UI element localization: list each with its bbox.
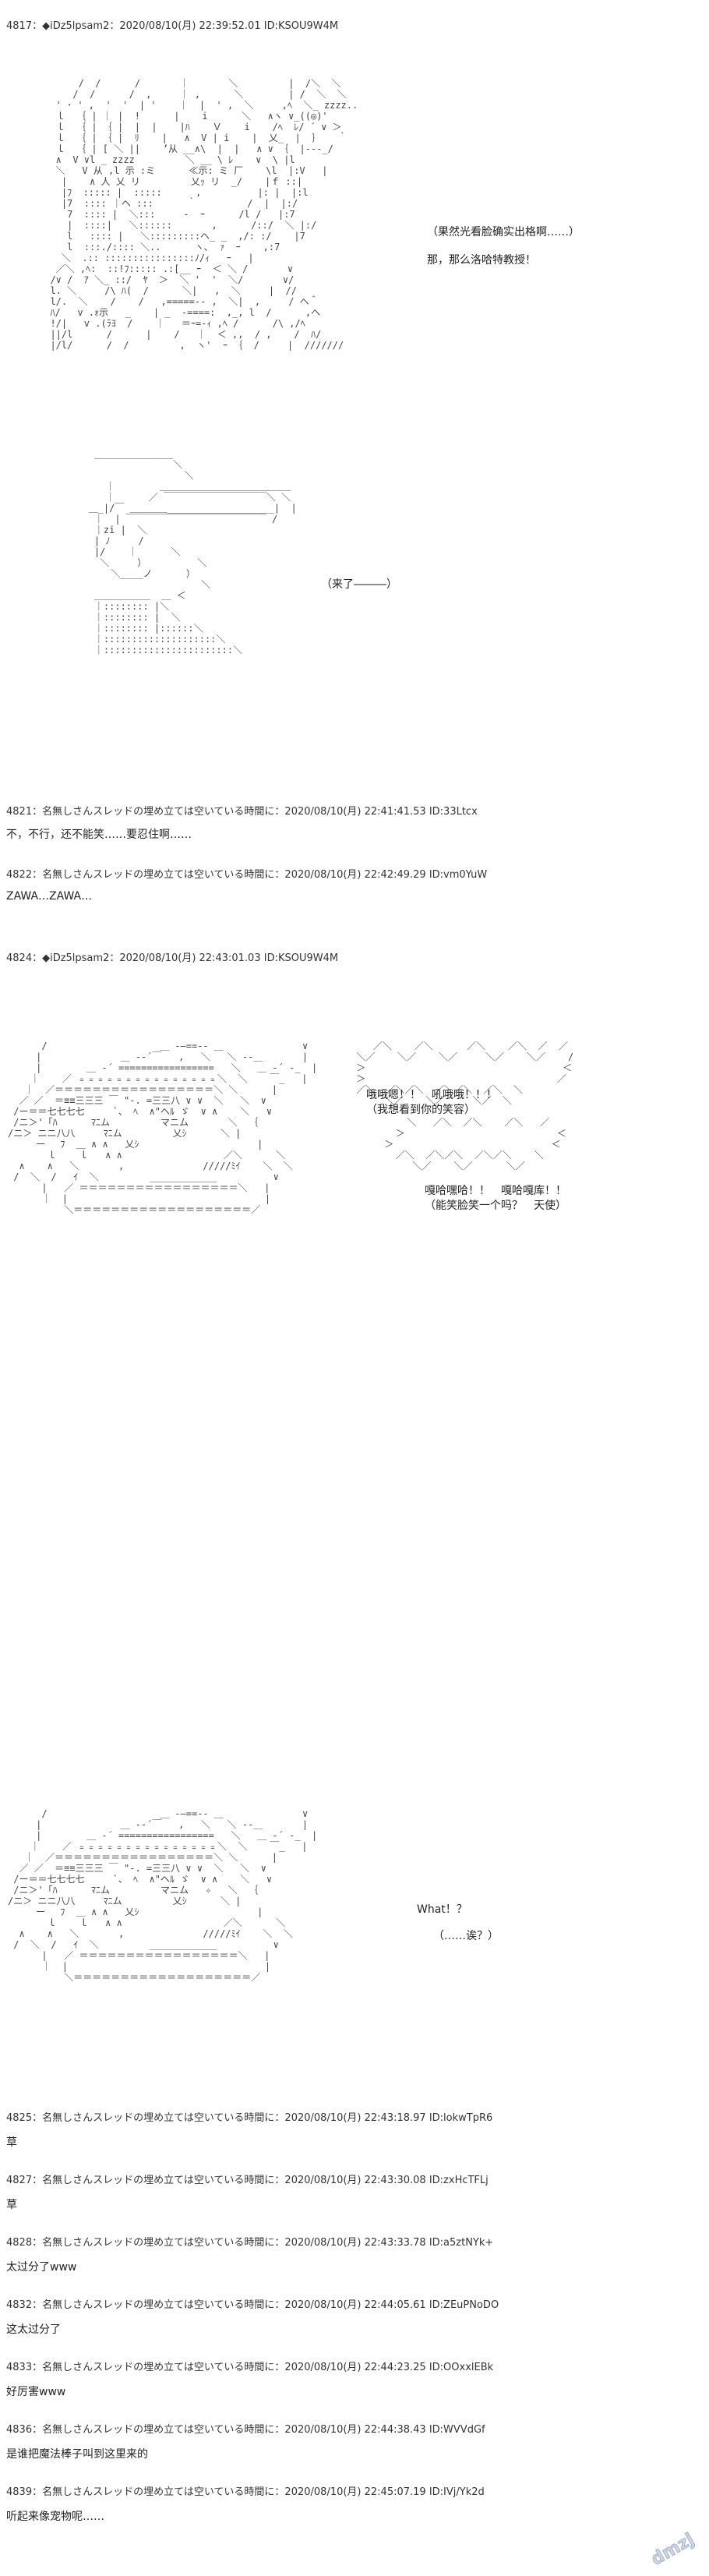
dialogue-line: 哦哦嗯！！ 吼哦哦！！！: [366, 1089, 497, 1101]
dialogue-line: 嘎哈嘿哈！！ 嘎哈嘎库！！: [425, 1185, 566, 1197]
post-header: 4825：名無しさんスレッドの埋め立ては空いている時間に：2020/08/10(…: [6, 2112, 493, 2124]
dialogue-line: （……诶？）: [433, 1930, 499, 1942]
post-header: 4832：名無しさんスレッドの埋め立ては空いている時間に：2020/08/10(…: [6, 2299, 499, 2311]
post-header: 4833：名無しさんスレッドの埋め立ては空いている時間に：2020/08/10(…: [6, 2362, 494, 2373]
ascii-art-face-smile: / ＿ -―==‐- ＿ ∨ | ＿ -‐´￣ , ＼ ＼ ‐-＿ | | ＿ …: [8, 1041, 318, 1215]
post-message: 听起来像宠物呢……: [6, 2511, 104, 2523]
dialogue-line: What！？: [417, 1903, 467, 1916]
post-message: 太过分了www: [6, 2261, 77, 2274]
post-header: 4817：◆iDz5lpsam2：2020/08/10(月) 22:39:52.…: [6, 20, 339, 32]
post-message: 不，不行，还不能笑……要忍住啊……: [6, 829, 192, 841]
dmzj-watermark-logo: dmzj: [647, 2529, 698, 2570]
post-header: 4824：◆iDz5lpsam2：2020/08/10(月) 22:43:01.…: [6, 952, 339, 964]
dialogue-line: （能笑脸笑一个吗？ 天使）: [425, 1200, 566, 1212]
post-message: 好厉害www: [6, 2386, 66, 2398]
post-header: 4827：名無しさんスレッドの埋め立ては空いている時間に：2020/08/10(…: [6, 2175, 489, 2186]
post-message: 是谁把魔法棒子叫到这里来的: [6, 2448, 148, 2461]
post-header: 4821：名無しさんスレッドの埋め立ては空いている時間に：2020/08/10(…: [6, 806, 478, 818]
ascii-art-character-1: / / / ｜ ＼ | /＼ ＼ / / / , ｜ , ＼ | / ＼ ＼ '…: [50, 78, 358, 351]
post-header: 4836：名無しさんスレッドの埋め立ては空いている時間に：2020/08/10(…: [6, 2424, 485, 2436]
ascii-art-face-surprised: / ＿ -―==‐- ＿ ∨ | ＿ -‐´￣ , ＼ ＼ ‐-＿ | | ＿ …: [8, 1808, 318, 1983]
post-message: 草: [6, 2136, 17, 2149]
ascii-art-shout-burst: ／＼ ／＼ ／＼ ／＼ ／ ／ ＼／ ＼／ ＼／ ＼／ ＼／ / ＞ ＜ ＞ ／…: [356, 1041, 574, 1171]
post-header: 4828：名無しさんスレッドの埋め立ては空いている時間に：2020/08/10(…: [6, 2237, 494, 2249]
dialogue-line: （我想看到你的笑容）: [366, 1104, 475, 1116]
post-header: 4822：名無しさんスレッドの埋め立ては空いている時間に：2020/08/10(…: [6, 869, 488, 881]
post-message: 这太过分了: [6, 2323, 61, 2336]
post-header: 4839：名無しさんスレッドの埋め立ては空いている時間に：2020/08/10(…: [6, 2486, 485, 2498]
ascii-art-figure-back: ______________ ＼ ＼ ｜ ＿＿＿＿＿＿＿＿＿＿＿＿＿＿ ｜ ／ …: [88, 448, 297, 655]
dialogue-line: 那，那么洛哈特教授！: [427, 254, 536, 267]
post-message: 草: [6, 2199, 17, 2211]
dialogue-line: （果然光看脸确实出格啊……）: [427, 226, 580, 239]
dialogue-line: （来了―――）: [321, 578, 397, 591]
watermark-text: dmzj: [648, 2530, 698, 2570]
post-message: ZAWA…ZAWA…: [6, 890, 93, 903]
